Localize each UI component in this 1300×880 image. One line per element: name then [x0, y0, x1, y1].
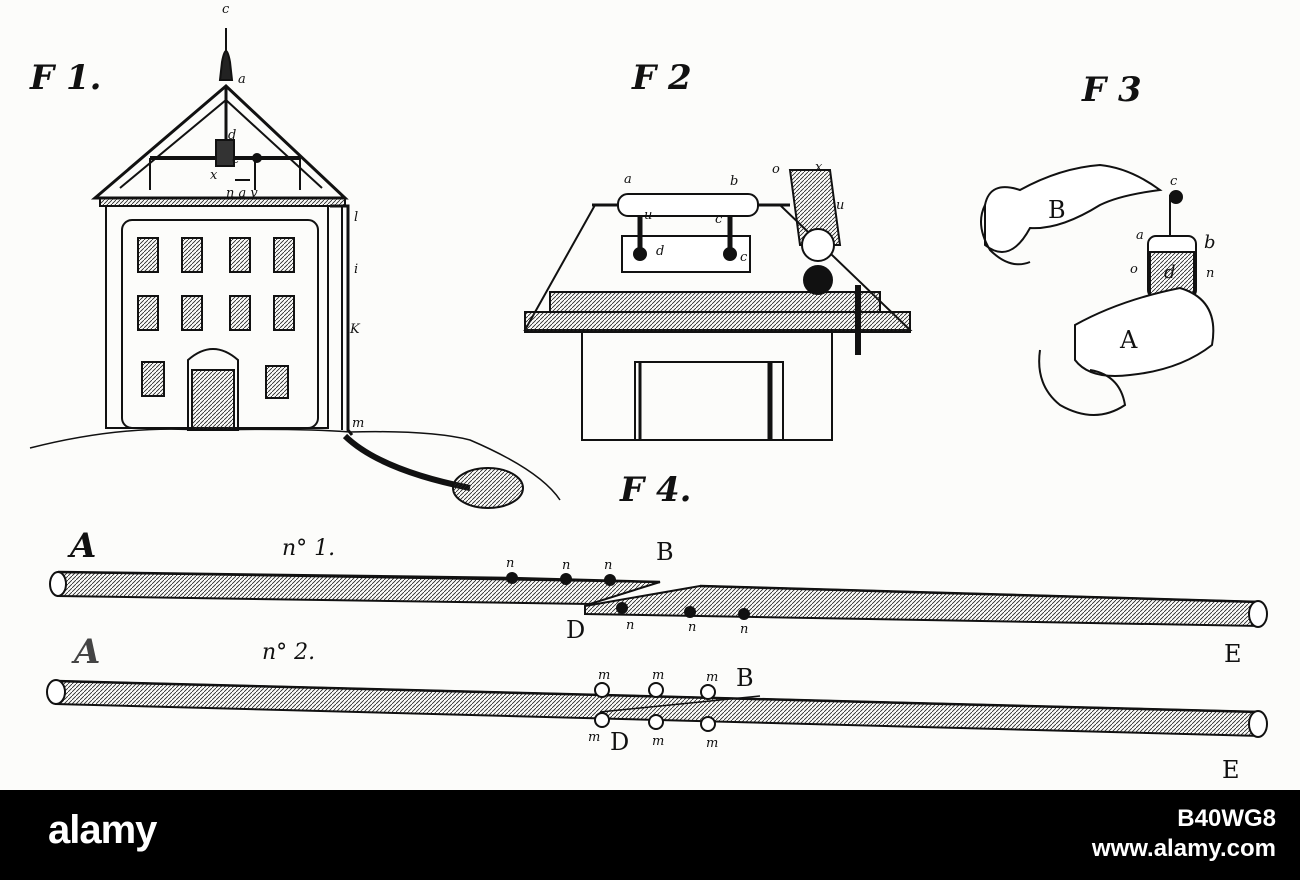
rod1-marker-n: n	[604, 558, 613, 573]
figure-3-label: F 3	[1082, 70, 1142, 110]
rod1-marker-n: n	[740, 622, 749, 637]
rod1-label-E: E	[1224, 640, 1242, 668]
alamy-logo: alamy	[48, 808, 157, 852]
rod1-marker-n: n	[506, 556, 515, 571]
rod2-marker-m: m	[652, 668, 665, 683]
fig3-letter-d: d	[1164, 262, 1176, 283]
rod1-label-D: D	[566, 616, 586, 644]
fig2-letter-c2: c	[740, 250, 748, 265]
fig3-letter-B: B	[1048, 196, 1066, 224]
rod1-label-B: B	[656, 538, 674, 566]
rod1-marker-n: n	[626, 618, 635, 633]
engraving-plate: F 1. F 2 F 3 F 4. c a d e x n a v l i K …	[29, 2, 1268, 784]
rod2-label-E: E	[1222, 756, 1240, 784]
fig3-letter-c: c	[1170, 174, 1178, 189]
fig2-machine	[523, 169, 913, 441]
rod2-number: n° 2.	[262, 640, 316, 665]
rod1-number: n° 1.	[282, 536, 336, 561]
figure-4-label: F 4.	[620, 470, 692, 510]
watermark-footer: alamy B40WG8 www.alamy.com	[0, 790, 1300, 880]
fig2-letter-u-right: u	[836, 198, 845, 213]
rod2-label-B: B	[736, 664, 754, 692]
rod-2	[46, 679, 1268, 738]
rod2-label-A: A	[74, 632, 101, 672]
rod-1	[49, 570, 1268, 628]
figure-1-label: F 1.	[30, 58, 102, 98]
rod2-marker-m: m	[706, 736, 719, 751]
fig2-letter-b: b	[730, 174, 739, 189]
fig1-letter-c: c	[222, 2, 230, 17]
fig1-letter-e: e	[232, 152, 240, 167]
fig3-letter-b: b	[1204, 232, 1216, 253]
rod1-marker-n: n	[688, 620, 697, 635]
image-code: B40WG8	[1177, 805, 1276, 832]
fig1-letter-l: l	[354, 210, 359, 225]
rod1-marker-n: n	[562, 558, 571, 573]
footer-url: www.alamy.com	[1091, 835, 1276, 862]
fig2-letter-c: c	[715, 212, 723, 227]
fig3-letter-n: n	[1206, 266, 1215, 281]
rod2-marker-m: m	[652, 734, 665, 749]
fig1-letter-a: a	[238, 72, 246, 87]
rod2-marker-m: m	[706, 670, 719, 685]
fig1-letter-m: m	[352, 416, 365, 431]
fig1-letter-i: i	[354, 262, 359, 277]
fig1-letter-d: d	[228, 128, 237, 143]
rod2-marker-m: m	[588, 730, 601, 745]
engraving-drawing	[29, 28, 1268, 738]
fig2-letter-a: a	[624, 172, 632, 187]
fig2-letter-x: x	[815, 160, 823, 175]
fig3-letter-a: a	[1136, 228, 1144, 243]
fig2-letter-d: d	[656, 244, 665, 259]
fig3-hands-jar	[980, 163, 1215, 416]
image-code-block: B40WG8 www.alamy.com	[1092, 804, 1276, 864]
fig1-letter-k: K	[350, 322, 360, 337]
rod2-marker-m: m	[598, 668, 611, 683]
fig1-letters-nav: n a v	[226, 186, 258, 201]
fig3-letter-A: A	[1120, 326, 1138, 354]
fig2-letter-u: u	[644, 208, 653, 223]
figure-2-label: F 2	[632, 58, 692, 98]
fig3-letter-o: o	[1130, 262, 1138, 277]
fig1-letter-x: x	[210, 168, 218, 183]
rod2-label-D: D	[610, 728, 630, 756]
rod1-label-A: A	[70, 526, 97, 566]
fig1-house	[29, 28, 561, 509]
fig2-letter-o: o	[772, 162, 780, 177]
